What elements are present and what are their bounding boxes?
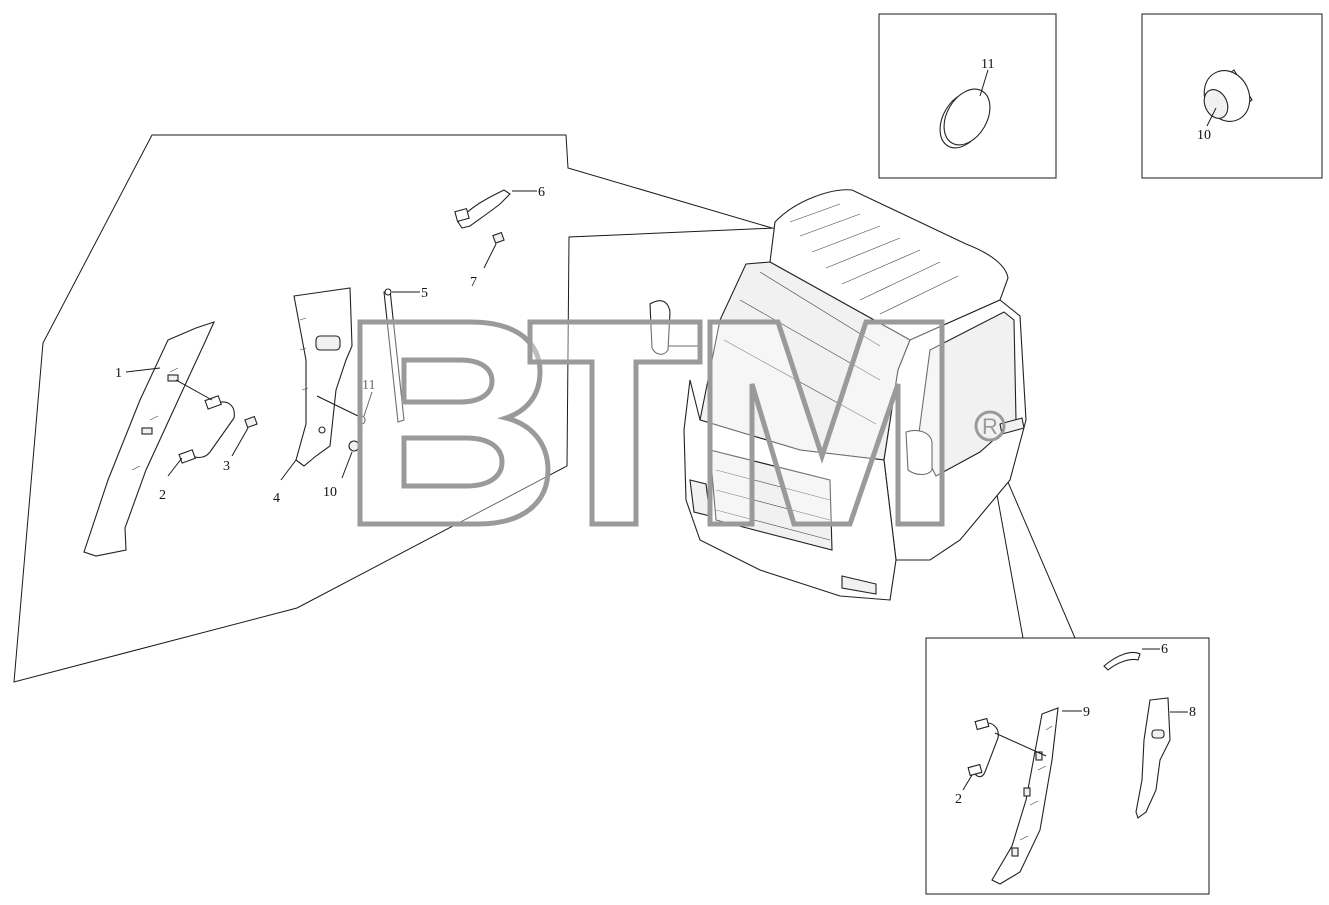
truck-cab	[649, 189, 1027, 601]
inset-part-11-cap	[939, 88, 991, 149]
callout-outline-left-group	[13, 134, 776, 683]
lh-label-6: 6	[538, 185, 545, 200]
rh-label-6: 6	[1161, 642, 1168, 657]
lh-label-5: 5	[421, 286, 428, 301]
lh-label-11: 11	[362, 378, 375, 393]
lh-label-7: 7	[470, 275, 477, 290]
rh-label-8: 8	[1189, 705, 1196, 720]
inset-box-rh-parts	[925, 637, 1210, 895]
inset-label-11: 11	[981, 57, 994, 72]
lh-upper-screw	[492, 231, 505, 244]
lh-b-pillar-trim	[293, 287, 353, 467]
lh-grab-handle	[178, 395, 235, 464]
inset-label-10: 10	[1197, 128, 1211, 143]
lh-label-10: 10	[323, 485, 337, 500]
lh-label-1: 1	[115, 366, 122, 381]
lh-label-4: 4	[273, 491, 280, 506]
lh-label-3: 3	[223, 459, 230, 474]
lh-screw	[244, 415, 258, 429]
rh-b-pillar-trim	[1135, 697, 1171, 819]
inset-part-10-plug	[1203, 69, 1253, 122]
lh-upper-grip	[454, 189, 511, 229]
inset-box-part-10	[1141, 13, 1323, 179]
lh-a-pillar-trim	[83, 321, 216, 557]
watermark-registered-mark: R	[982, 414, 998, 439]
rh-a-pillar-trim	[991, 707, 1059, 885]
rh-grab-handle	[967, 717, 999, 778]
inset-box-part-11	[878, 13, 1057, 179]
btm-watermark: R	[357, 319, 1006, 527]
rh-label-2: 2	[955, 792, 962, 807]
lh-label-2: 2	[159, 488, 166, 503]
rh-assist-grip	[1103, 651, 1141, 671]
rh-label-9: 9	[1083, 705, 1090, 720]
